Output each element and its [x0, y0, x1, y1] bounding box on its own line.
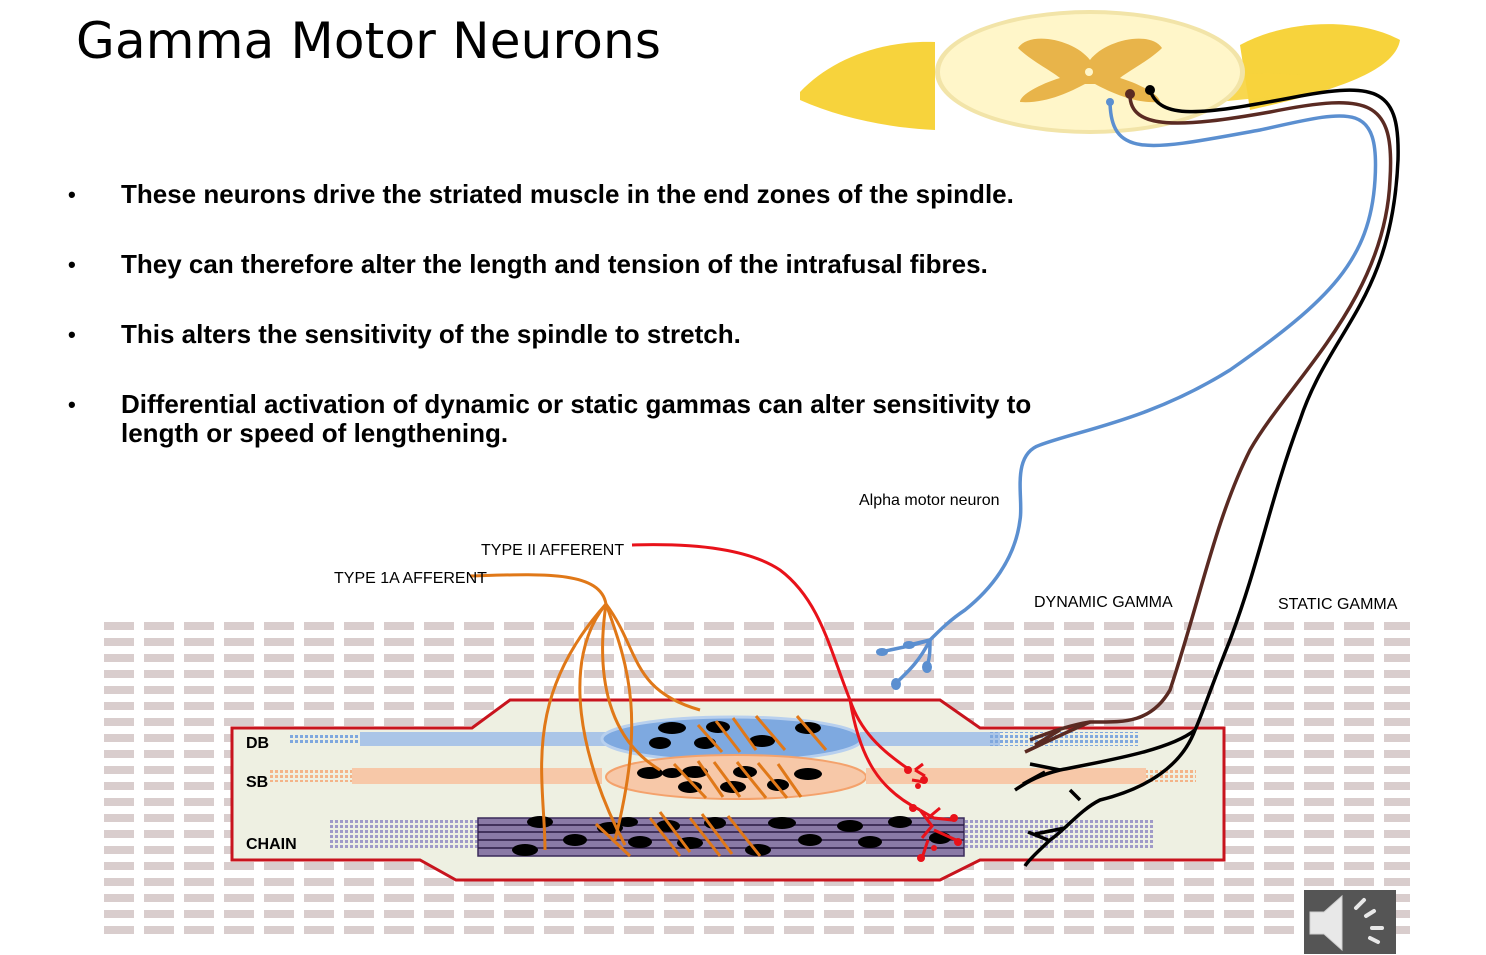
db-label: DB — [246, 735, 269, 752]
dynamic-gamma-soma — [1125, 89, 1135, 99]
type-1a-afferent — [469, 573, 828, 858]
bullet-item: Differential activation of dynamic or st… — [68, 390, 1058, 448]
type-ii-afferent — [631, 543, 957, 859]
bullet-item: This alters the sensitivity of the spind… — [68, 320, 1058, 350]
dynamic-gamma-label: DYNAMIC GAMMA — [1034, 594, 1173, 611]
speaker-icon[interactable] — [1304, 890, 1396, 954]
chain-label: CHAIN — [246, 836, 297, 853]
static-gamma-soma — [1145, 85, 1155, 95]
static-gamma-axon — [1014, 88, 1400, 867]
bullet-list: These neurons drive the striated muscle … — [68, 180, 1058, 489]
type-ii-afferent-label: TYPE II AFFERENT — [481, 542, 624, 559]
bullet-item: These neurons drive the striated muscle … — [68, 180, 1058, 210]
type-ii-endings — [904, 766, 962, 862]
sb-label: SB — [246, 774, 268, 791]
static-gamma-label: STATIC GAMMA — [1278, 596, 1398, 613]
nuclear-bag-fibre-static — [268, 754, 1196, 800]
dynamic-gamma-axon — [1024, 94, 1393, 754]
alpha-motor-neuron-label: Alpha motor neuron — [859, 492, 1000, 509]
slide-title: Gamma Motor Neurons — [76, 12, 662, 70]
spinal-cord-section — [800, 10, 1400, 134]
alpha-motor-endplates — [876, 98, 1114, 690]
type-1a-afferent-label: TYPE 1A AFFERENT — [334, 570, 487, 587]
bullet-item: They can therefore alter the length and … — [68, 250, 1058, 280]
